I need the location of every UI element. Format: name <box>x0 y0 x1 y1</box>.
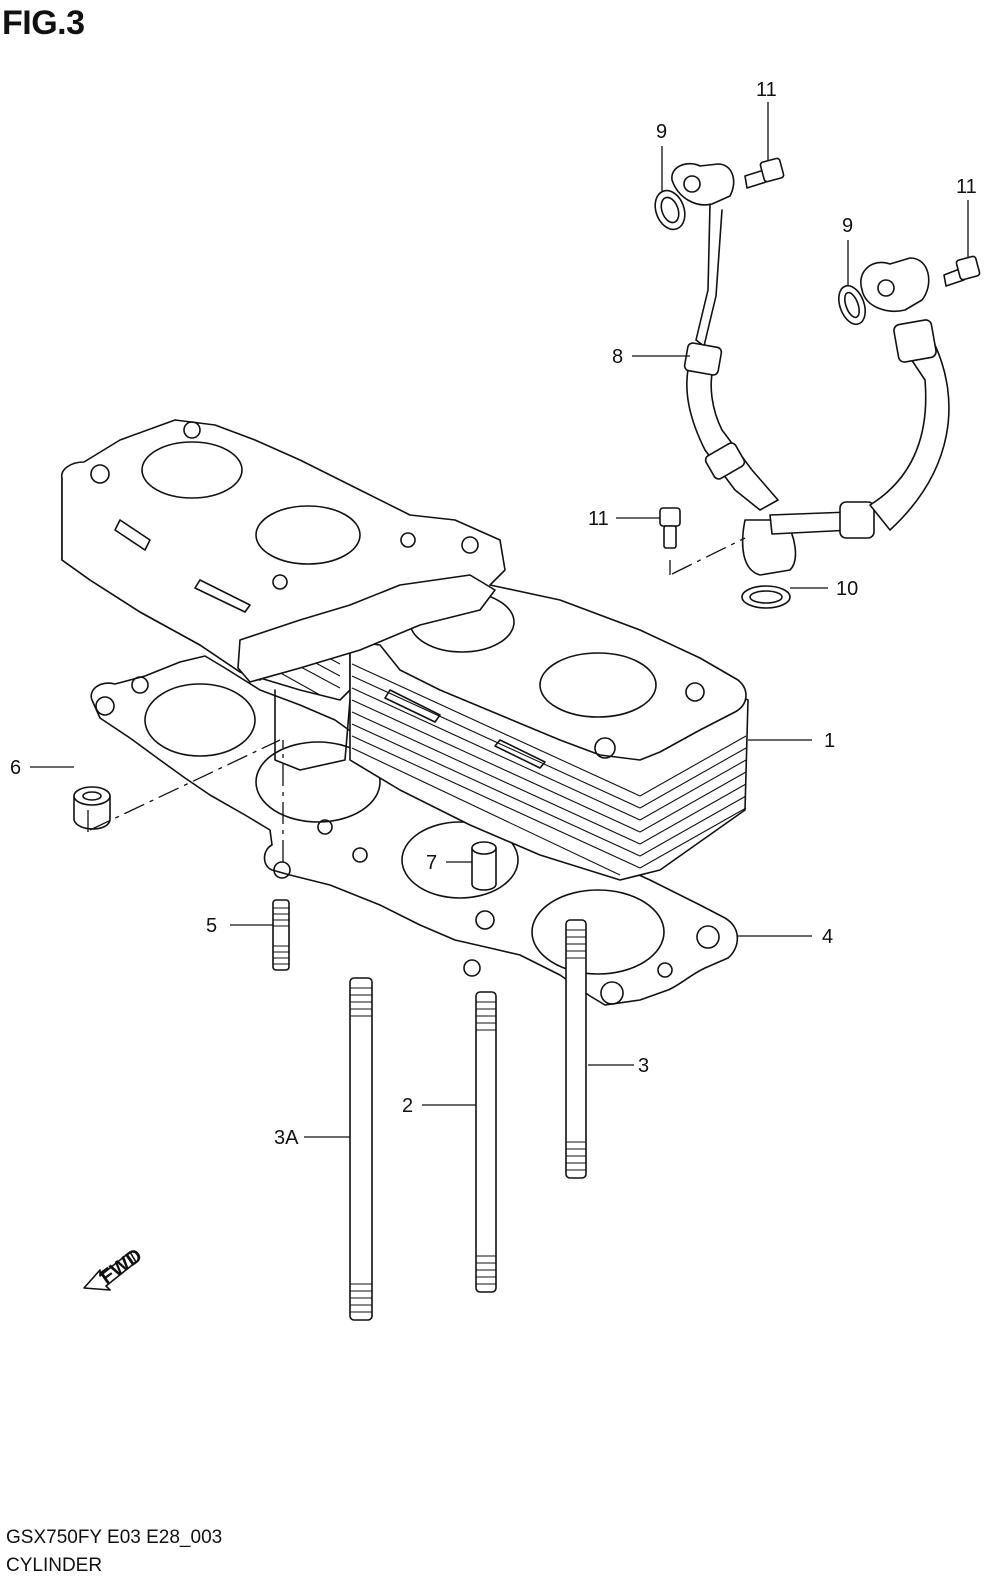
banjo-bolt-left[interactable] <box>744 157 785 189</box>
callout-3a: 3A <box>274 1127 299 1149</box>
banjo-bolt-right[interactable] <box>943 255 981 287</box>
callout-11-center: 11 <box>588 508 609 530</box>
oil-hose-assembly[interactable] <box>671 162 950 576</box>
callout-10: 10 <box>836 578 858 600</box>
callout-1: 1 <box>824 730 835 752</box>
assembly-line-union <box>669 537 746 575</box>
washer-10[interactable] <box>741 585 791 609</box>
section-name: CYLINDER <box>6 1555 103 1576</box>
cylinder-base-gasket[interactable] <box>90 655 739 1006</box>
stud-bolt-2[interactable] <box>475 991 497 1293</box>
callout-9-right: 9 <box>842 215 853 237</box>
assembly-line-nut <box>87 739 281 832</box>
callout-4: 4 <box>822 926 833 948</box>
callout-labels: 1 2 3 3A 4 5 6 7 8 9 9 10 11 11 11 <box>10 79 977 1149</box>
leader-lines <box>30 102 969 1138</box>
callout-6: 6 <box>10 757 21 779</box>
stud-bolt-3[interactable] <box>565 919 587 1179</box>
fwd-label: FWD <box>96 1245 146 1289</box>
cap-nut[interactable] <box>73 786 111 830</box>
callout-2: 2 <box>402 1095 413 1117</box>
callout-11-top: 11 <box>756 79 777 101</box>
union-bolt-center[interactable] <box>659 507 681 549</box>
fwd-arrow-icon: FWD <box>83 1245 146 1291</box>
callout-11-right: 11 <box>956 176 977 198</box>
callout-5: 5 <box>206 915 217 937</box>
callout-7: 7 <box>426 852 437 874</box>
dowel-pin[interactable] <box>471 841 497 891</box>
callout-8: 8 <box>612 346 623 368</box>
callout-3: 3 <box>638 1055 649 1077</box>
figure-title: FIG.3 <box>2 4 85 42</box>
stud-bolt-3a[interactable] <box>349 977 373 1321</box>
cylinder-block[interactable] <box>60 419 749 881</box>
stud-bolt-short[interactable] <box>272 899 290 971</box>
model-code: GSX750FY E03 E28_003 <box>6 1527 223 1548</box>
callout-9-left: 9 <box>656 121 667 143</box>
